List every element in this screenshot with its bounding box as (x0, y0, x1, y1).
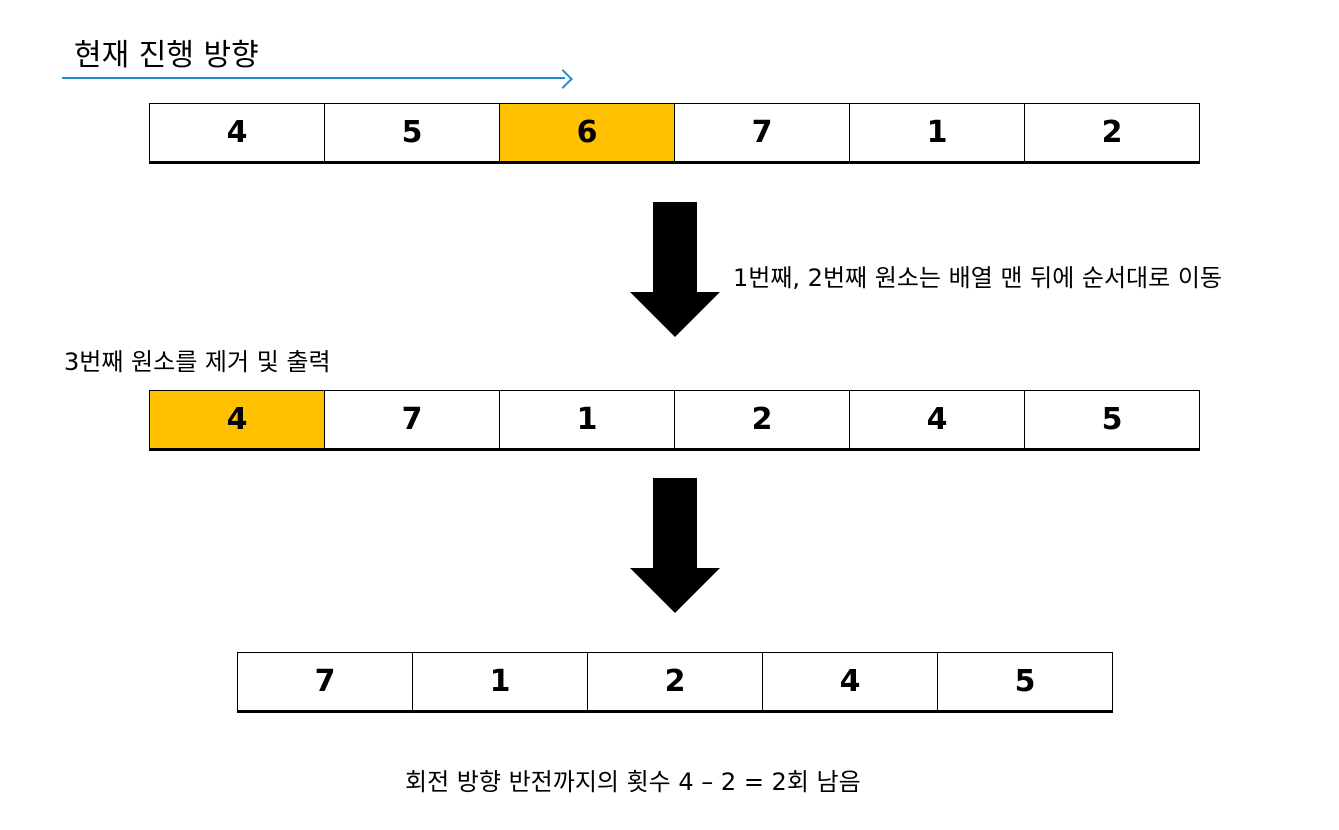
array-cell: 4 (850, 391, 1025, 448)
direction-arrow-line (62, 77, 565, 79)
array-cell: 1 (850, 104, 1025, 161)
down-arrow-2-shape (630, 478, 720, 613)
direction-arrow-head (553, 69, 573, 89)
array-cell: 4 (150, 104, 325, 161)
array-cell: 7 (675, 104, 850, 161)
array-cell: 7 (325, 391, 500, 448)
down-arrow-1-shape (630, 202, 720, 337)
move-note: 1번째, 2번째 원소는 배열 맨 뒤에 순서대로 이동 (733, 264, 1223, 292)
array-cell: 5 (325, 104, 500, 161)
down-arrow-1 (630, 202, 720, 337)
array-cell: 7 (238, 653, 413, 710)
array-cell: 5 (1025, 391, 1200, 448)
down-arrow-2 (630, 478, 720, 613)
array-cell: 2 (1025, 104, 1200, 161)
array-cell: 2 (675, 391, 850, 448)
array-cell: 1 (413, 653, 588, 710)
array-cell: 1 (500, 391, 675, 448)
array-cell: 6 (500, 104, 675, 161)
direction-title: 현재 진행 방향 (74, 38, 259, 73)
remaining-note: 회전 방향 반전까지의 횟수 4 – 2 = 2회 남음 (405, 768, 861, 796)
remove-note: 3번째 원소를 제거 및 출력 (64, 348, 331, 376)
array-cell: 2 (588, 653, 763, 710)
array-cell: 4 (763, 653, 938, 710)
array-cell: 4 (150, 391, 325, 448)
array-cell: 5 (938, 653, 1113, 710)
